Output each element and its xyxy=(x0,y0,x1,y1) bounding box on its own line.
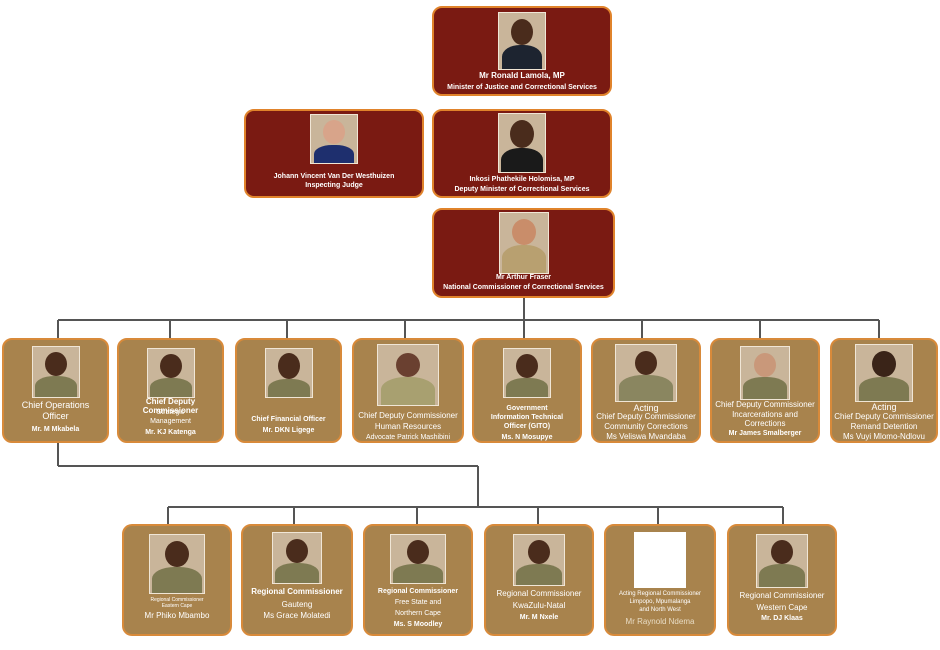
row2-photo-1 xyxy=(149,534,205,594)
row1-line2-7: Incarcerations and xyxy=(732,410,798,419)
national-commissioner-box: Mr Arthur Fraser National Commissioner o… xyxy=(432,208,615,298)
row1-name-7: Mr James Smalberger xyxy=(728,430,802,437)
row2-photo-3 xyxy=(390,534,446,584)
row2-box-2: Regional Commissioner Gauteng Ms Grace M… xyxy=(241,524,353,636)
row2-name-6: Mr. DJ Klaas xyxy=(761,615,803,622)
minister-name: Mr Ronald Lamola, MP xyxy=(479,71,565,80)
minister-photo xyxy=(498,12,546,70)
row1-name-2: Mr. KJ Katenga xyxy=(145,429,196,436)
row1-name-4: Advocate Patrick Mashibini xyxy=(365,434,451,441)
row2-photo-4 xyxy=(513,534,565,586)
row2-line1-1: Regional Commissioner xyxy=(150,597,204,603)
row1-name-8: Ms Vuyi Mlomo-Ndlovu xyxy=(843,432,925,441)
judge-title: Inspecting Judge xyxy=(305,182,363,189)
row2-photo-6 xyxy=(756,534,808,588)
row2-line2-3: Free State and xyxy=(394,599,442,606)
deputy-minister-name: Inkosi Phathekile Holomisa, MP xyxy=(469,176,575,183)
minister-box: Mr Ronald Lamola, MP Minister of Justice… xyxy=(432,6,612,96)
row1-photo-1 xyxy=(31,346,80,398)
row2-box-3: Regional Commissioner Free State and Nor… xyxy=(363,524,473,636)
row1-box-8: Acting Chief Deputy Commissioner Remand … xyxy=(830,338,938,443)
row2-line2-4: KwaZulu-Natal xyxy=(512,601,566,610)
row2-name-3: Ms. S Moodley xyxy=(393,621,443,628)
row1-line1-5: Government xyxy=(506,405,548,412)
row2-line2-2: Gauteng xyxy=(281,600,313,609)
row2-line1-5: Acting Regional Commissioner xyxy=(618,591,702,597)
row2-name-2: Ms Grace Molatedi xyxy=(263,611,331,620)
national-commissioner-name: Mr Arthur Fraser xyxy=(496,274,551,281)
row1-line2-5: Information Technical xyxy=(490,414,564,421)
row1-photo-6 xyxy=(615,344,677,402)
row1-line3-5: Officer (GITO) xyxy=(503,423,551,430)
deputy-minister-photo xyxy=(498,113,546,173)
row2-name-1: Mr Phiko Mbambo xyxy=(144,611,210,620)
row1-photo-5 xyxy=(503,348,551,398)
row2-line1-3: Regional Commissioner xyxy=(377,588,459,595)
row1-line1-7: Chief Deputy Commissioner xyxy=(715,400,815,409)
row2-line2-5: Limpopo, Mpumalanga xyxy=(629,599,691,605)
row1-name-3: Mr. DKN Ligege xyxy=(262,427,315,434)
row1-line2-4: Human Resources xyxy=(374,422,442,431)
row1-box-4: Chief Deputy Commissioner Human Resource… xyxy=(352,338,464,443)
row1-photo-7 xyxy=(740,346,790,400)
row1-line3-2: Management xyxy=(150,418,191,425)
row1-photo-2 xyxy=(146,348,195,398)
row1-line3-6: Community Corrections xyxy=(604,422,688,431)
row1-photo-3 xyxy=(264,348,313,398)
row1-line3-7: Corrections xyxy=(744,419,786,428)
row1-box-6: Acting Chief Deputy Commissioner Communi… xyxy=(591,338,701,443)
row1-photo-4 xyxy=(377,344,439,406)
row2-line1-2: Regional Commissioner xyxy=(251,587,343,596)
row2-name-4: Mr. M Nxele xyxy=(519,614,559,621)
judge-name: Johann Vincent Van Der Westhuizen xyxy=(273,173,395,180)
row1-box-1: Chief Operations Officer Mr. M Mkabela xyxy=(2,338,109,443)
row2-photo-5-placeholder xyxy=(634,532,686,588)
row1-box-2: Chief Deputy Commissioner Strategic Mana… xyxy=(117,338,224,443)
row2-line1-4: Regional Commissioner xyxy=(496,589,582,598)
row1-line1-4: Chief Deputy Commissioner xyxy=(358,411,458,420)
row1-name-5: Ms. N Mosupye xyxy=(501,434,553,441)
row2-name-5: Mr Raynold Ndema xyxy=(625,617,695,626)
row2-line3-5: and North West xyxy=(639,607,681,613)
row1-line1-3: Chief Financial Officer xyxy=(251,416,326,423)
row1-line3-8: Remand Detention xyxy=(850,422,918,431)
row1-line1-1: Chief Operations xyxy=(21,400,90,410)
row1-line2-8: Chief Deputy Commissioner xyxy=(834,412,934,421)
deputy-minister-title: Deputy Minister of Correctional Services xyxy=(454,186,590,193)
row2-box-6: Regional Commissioner Western Cape Mr. D… xyxy=(727,524,837,636)
row2-line2-1: Eastern Cape xyxy=(161,603,193,609)
row1-box-3: Chief Financial Officer Mr. DKN Ligege xyxy=(235,338,342,443)
row1-line1-8: Acting xyxy=(871,402,897,412)
row1-name-1: Mr. M Mkabela xyxy=(31,426,80,433)
row1-line2-2: Strategic xyxy=(156,409,185,416)
row1-box-7: Chief Deputy Commissioner Incarcerations… xyxy=(710,338,820,443)
row1-box-5: Government Information Technical Officer… xyxy=(472,338,582,443)
judge-photo xyxy=(310,114,358,164)
deputy-minister-box: Inkosi Phathekile Holomisa, MP Deputy Mi… xyxy=(432,109,612,198)
row1-name-6: Ms Veliswa Mvandaba xyxy=(606,432,686,441)
national-commissioner-title: National Commissioner of Correctional Se… xyxy=(443,284,604,291)
minister-title: Minister of Justice and Correctional Ser… xyxy=(447,84,597,91)
row1-line1-2: Chief Deputy Commissioner xyxy=(142,397,199,415)
row2-photo-2 xyxy=(272,532,322,584)
judge-box: Johann Vincent Van Der Westhuizen Inspec… xyxy=(244,109,424,198)
row2-box-4: Regional Commissioner KwaZulu-Natal Mr. … xyxy=(484,524,594,636)
row2-line2-6: Western Cape xyxy=(756,603,808,612)
row2-line1-6: Regional Commissioner xyxy=(739,591,825,600)
row1-line1-6: Acting xyxy=(633,403,659,413)
row2-line3-3: Northern Cape xyxy=(395,610,441,617)
row1-line2-1: Officer xyxy=(42,411,69,421)
row2-box-1: Regional Commissioner Eastern Cape Mr Ph… xyxy=(122,524,232,636)
row1-line2-6: Chief Deputy Commissioner xyxy=(596,412,696,421)
national-commissioner-photo xyxy=(498,212,549,274)
row1-photo-8 xyxy=(855,344,913,402)
row2-box-5: Acting Regional Commissioner Limpopo, Mp… xyxy=(604,524,716,636)
